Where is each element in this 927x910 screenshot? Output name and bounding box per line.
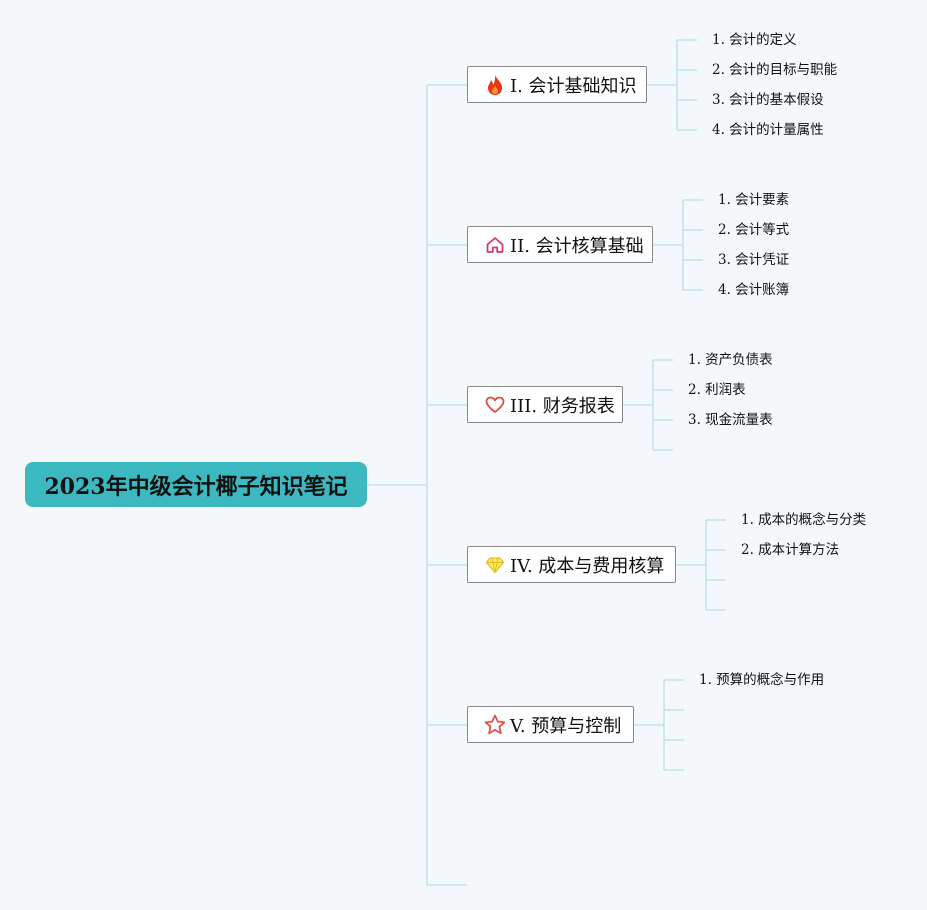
branch-label: IV. 成本与费用核算	[510, 555, 665, 577]
leaf-item[interactable]: 2. 利润表	[688, 382, 746, 398]
leaf-item[interactable]: 1. 资产负债表	[688, 352, 773, 368]
leaf-item[interactable]: 3. 现金流量表	[688, 412, 773, 428]
branch-accounting-fundamentals[interactable]: II. 会计核算基础	[467, 226, 653, 263]
leaf-item[interactable]: 3. 会计凭证	[718, 252, 790, 268]
star-icon	[484, 714, 506, 736]
leaf-item[interactable]: 4. 会计的计量属性	[712, 122, 824, 138]
branch-budget-control[interactable]: V. 预算与控制	[467, 706, 634, 743]
fire-icon	[484, 74, 506, 96]
branch-accounting-basics[interactable]: I. 会计基础知识	[467, 66, 647, 103]
leaf-item[interactable]: 3. 会计的基本假设	[712, 92, 824, 108]
leaf-item[interactable]: 1. 会计的定义	[712, 32, 797, 48]
diamond-icon	[484, 554, 506, 576]
branch-label: I. 会计基础知识	[510, 75, 637, 97]
branch-label: II. 会计核算基础	[510, 235, 644, 257]
leaf-item[interactable]: 1. 成本的概念与分类	[741, 512, 867, 528]
branch-financial-statements[interactable]: III. 财务报表	[467, 386, 623, 423]
branch-label: V. 预算与控制	[510, 715, 622, 737]
leaf-item[interactable]: 2. 会计等式	[718, 222, 790, 238]
root-title: 2023年中级会计椰子知识笔记	[44, 473, 348, 500]
branch-label: III. 财务报表	[510, 395, 615, 417]
leaf-item[interactable]: 1. 预算的概念与作用	[699, 672, 825, 688]
leaf-item[interactable]: 1. 会计要素	[718, 192, 790, 208]
leaf-item[interactable]: 4. 会计账簿	[718, 282, 790, 298]
leaf-item[interactable]: 2. 会计的目标与职能	[712, 62, 838, 78]
branch-cost-accounting[interactable]: IV. 成本与费用核算	[467, 546, 676, 583]
leaf-item[interactable]: 2. 成本计算方法	[741, 542, 840, 558]
heart-icon	[484, 394, 506, 416]
root-topic[interactable]: 2023年中级会计椰子知识笔记	[25, 462, 367, 507]
home-icon	[484, 234, 506, 256]
